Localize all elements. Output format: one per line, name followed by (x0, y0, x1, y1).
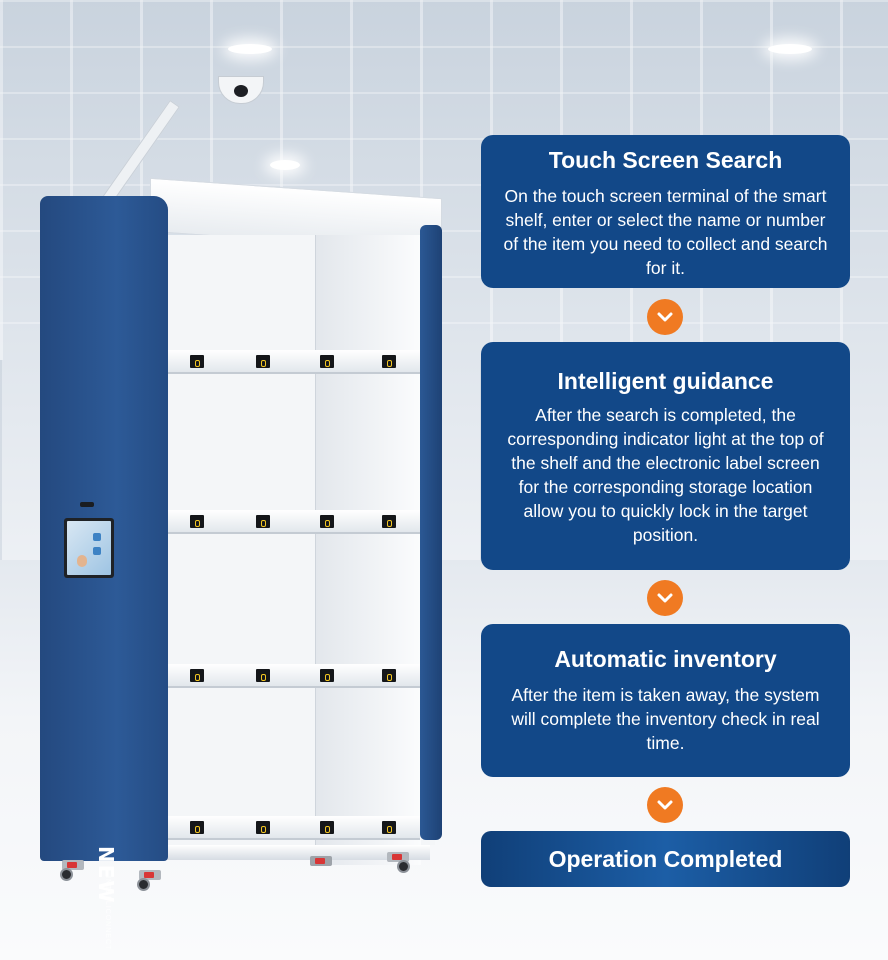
electronic-label (382, 669, 396, 682)
electronic-label (382, 821, 396, 834)
electronic-label (256, 515, 270, 528)
camera-icon (218, 76, 264, 104)
indicator-light (80, 502, 94, 507)
chevron-down-icon (657, 593, 673, 603)
electronic-label (190, 515, 204, 528)
brand-tagline: INTELLICONNECT (104, 876, 111, 951)
caster-wheel (308, 856, 334, 874)
shelf-right-panel (420, 225, 442, 840)
step-card-touch-screen-search: Touch Screen Search On the touch screen … (481, 135, 850, 288)
ceiling-light (270, 160, 300, 170)
step-arrow (647, 787, 683, 823)
electronic-label (256, 355, 270, 368)
electronic-label (256, 821, 270, 834)
electronic-label (320, 515, 334, 528)
shelf-left-panel: NEW INTELLICONNECT (40, 196, 168, 950)
touch-screen-terminal (64, 518, 114, 578)
shelf-tier (168, 816, 420, 840)
step-card-automatic-inventory: Automatic inventory After the item is ta… (481, 624, 850, 777)
chevron-down-icon (657, 312, 673, 322)
electronic-label (382, 515, 396, 528)
caster-wheel (385, 852, 411, 873)
operation-completed-banner: Operation Completed (481, 831, 850, 887)
shelf-tier (168, 350, 420, 374)
electronic-label (320, 669, 334, 682)
ceiling-light (228, 44, 272, 54)
step-description: After the item is taken away, the system… (511, 685, 820, 753)
electronic-label (382, 355, 396, 368)
electronic-label (190, 821, 204, 834)
electronic-label (256, 669, 270, 682)
brand-logo: NEW (94, 846, 118, 905)
electronic-label (320, 821, 334, 834)
step-title: Automatic inventory (554, 646, 777, 672)
smart-shelf-image: NEW INTELLICONNECT (40, 70, 450, 950)
step-arrow (647, 299, 683, 335)
electronic-label (190, 669, 204, 682)
electronic-label (320, 355, 334, 368)
caster-wheel (60, 860, 86, 881)
caster-wheel (137, 870, 163, 891)
shelf-tier (168, 664, 420, 688)
electronic-label (190, 355, 204, 368)
step-title: Intelligent guidance (557, 368, 774, 394)
ceiling-light (768, 44, 812, 54)
step-description: On the touch screen terminal of the smar… (503, 186, 828, 278)
step-card-intelligent-guidance: Intelligent guidance After the search is… (481, 342, 850, 570)
step-description: After the search is completed, the corre… (507, 405, 824, 545)
shelf-back-post (315, 235, 421, 865)
step-title: Touch Screen Search (548, 147, 783, 173)
step-arrow (647, 580, 683, 616)
chevron-down-icon (657, 800, 673, 810)
shelf-tier (168, 510, 420, 534)
